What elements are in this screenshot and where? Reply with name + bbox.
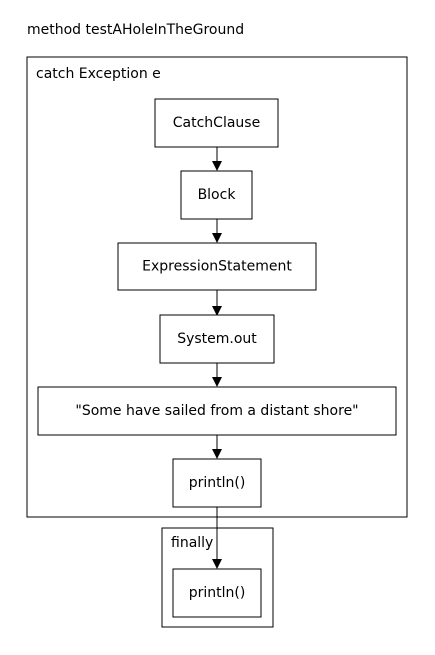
node-catch-clause-label: CatchClause xyxy=(173,115,260,131)
node-string-literal-box xyxy=(37,386,397,436)
node-block-box xyxy=(180,170,253,220)
catch-cluster-label: catch Exception e xyxy=(36,66,161,82)
node-expression-statement-box xyxy=(117,242,317,291)
diagram-title: method testAHoleInTheGround xyxy=(27,22,244,38)
node-catch-clause: CatchClause xyxy=(154,98,279,148)
node-block-label: Block xyxy=(198,187,237,203)
node-catch-clause-box xyxy=(154,98,279,148)
node-println-catch-box xyxy=(172,458,262,508)
node-block: Block xyxy=(180,170,253,220)
node-println-catch-label: println() xyxy=(189,475,246,491)
node-system-out: System.out xyxy=(159,314,275,364)
node-system-out-box xyxy=(159,314,275,364)
node-println-catch: println() xyxy=(172,458,262,508)
node-system-out-label: System.out xyxy=(177,331,257,347)
node-println-finally-label: println() xyxy=(189,585,246,601)
finally-cluster-label: finally xyxy=(171,535,213,551)
node-expression-statement-label: ExpressionStatement xyxy=(142,259,292,275)
node-expression-statement: ExpressionStatement xyxy=(117,242,317,291)
node-string-literal-label: "Some have sailed from a distant shore" xyxy=(75,403,358,419)
node-println-finally-box xyxy=(172,568,262,618)
node-string-literal: "Some have sailed from a distant shore" xyxy=(37,386,397,436)
node-println-finally: println() xyxy=(172,568,262,618)
